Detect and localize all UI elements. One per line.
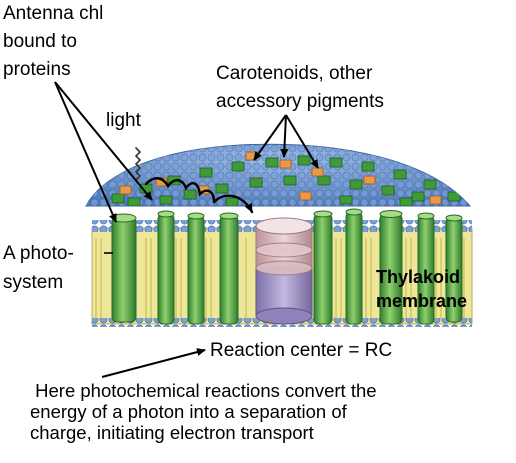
thylakoid-line-2: membrane [376,291,468,311]
caption-line-1: Here photochemical reactions convert the [30,380,377,401]
antenna-chl-line-2: bound to [3,31,77,52]
reaction-center-cylinder [255,217,313,325]
antenna-chl-line-1: Antenna chl [3,3,104,24]
light-harvesting-dome [85,143,472,207]
reaction-center-label: Reaction center = RC [210,340,393,361]
thylakoid-line-1: Thylakoid [376,267,461,287]
caption-line-2: energy of a photon into a separation of [30,401,347,422]
carotenoids-line-2: accessory pigments [216,91,384,112]
photosystem-line-1: A photo- [3,243,74,264]
photosystem-line-2: system [3,272,64,293]
antenna-chl-line-3: proteins [3,59,71,80]
carotenoids-line-1: Carotenoids, other [216,63,373,84]
caption-line-3: charge, initiating electron transport [30,422,314,443]
light-label: light [106,110,141,131]
caption: Here photochemical reactions convert the… [30,380,514,443]
antenna-protein-cylinders [111,208,463,325]
pointer-arrows [54,81,319,378]
light-energy-path [134,147,254,214]
